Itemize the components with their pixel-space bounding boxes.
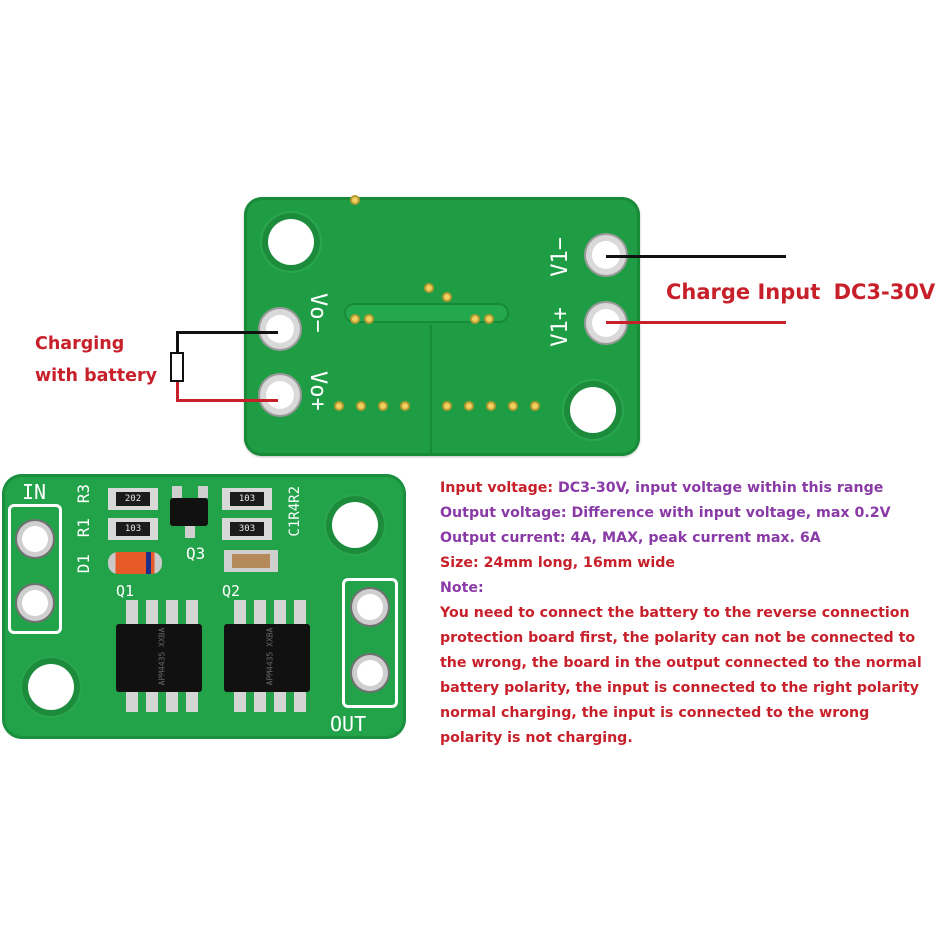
silk-r1: R1 (74, 518, 93, 538)
silk-q3: Q3 (186, 544, 206, 563)
via (488, 403, 494, 409)
resistor-303: 303 (222, 518, 272, 540)
silk-out: OUT (330, 712, 367, 736)
resistor-202: 202 (108, 488, 158, 510)
via (426, 285, 432, 291)
q3-pin (172, 486, 182, 498)
via (352, 197, 358, 203)
silk-v1-plus: V1+ (548, 307, 573, 347)
q2-marking: APM4435 XXBA (265, 627, 275, 686)
spec-block: Input voltage: DC3-30V, input voltage wi… (440, 476, 932, 751)
spec-output-current-label: Output current: (440, 530, 566, 546)
spec-output-current: Output current: 4A, MAX, peak current ma… (440, 526, 932, 551)
spec-input-voltage: Input voltage: DC3-30V, input voltage wi… (440, 476, 932, 501)
top-trace-divider (430, 325, 432, 453)
via (466, 403, 472, 409)
in-pad-1 (22, 526, 48, 552)
via (336, 403, 342, 409)
q1-pins-bottom (126, 692, 200, 712)
via (402, 403, 408, 409)
via (380, 403, 386, 409)
wire-battery-negative-h (176, 331, 278, 334)
top-pcb-board: Vo− Vo+ V1− V1+ (244, 197, 640, 456)
wire-battery-negative-v (176, 331, 179, 353)
bottom-mount-hole-right (332, 502, 378, 548)
charging-line-1: Charging (35, 334, 125, 354)
wire-battery-positive-v (176, 382, 179, 402)
charging-line-2: with battery (35, 366, 158, 386)
resistor-103-left: 103 (108, 518, 158, 540)
diode-d1 (108, 552, 162, 574)
in-pad-2 (22, 590, 48, 616)
via (532, 403, 538, 409)
charge-input-label: Charge Input DC3-30V (666, 280, 935, 304)
pad-vo-minus (266, 315, 294, 343)
via (444, 403, 450, 409)
spec-output-voltage: Output voltage: Difference with input vo… (440, 501, 932, 526)
wire-battery-positive-h (176, 399, 278, 402)
via (486, 316, 492, 322)
spec-output-current-value: 4A, MAX, peak current max. 6A (565, 530, 821, 546)
via (358, 403, 364, 409)
mosfet-q1: APM4435 XXBA (116, 624, 202, 692)
via (352, 316, 358, 322)
via (366, 316, 372, 322)
silk-d1: D1 (74, 554, 93, 574)
wire-input-positive (606, 321, 786, 324)
out-pad-2 (357, 660, 383, 686)
wire-input-negative (606, 255, 786, 258)
silk-vo-minus: Vo− (305, 293, 330, 333)
silk-r3: R3 (74, 484, 93, 504)
spec-output-voltage-value: Difference with input voltage, max 0.2V (566, 505, 891, 521)
silk-in: IN (22, 480, 47, 504)
silk-vo-plus: Vo+ (305, 371, 330, 411)
transistor-q3 (170, 498, 208, 526)
via (444, 294, 450, 300)
q2-pins-bottom (234, 692, 308, 712)
top-trace-bar (344, 303, 509, 323)
silk-c1r4r2: C1R4R2 (287, 486, 303, 537)
charging-battery-label: Charging with battery (35, 328, 157, 392)
spec-input-voltage-value: DC3-30V, input voltage within this range (553, 480, 884, 496)
top-mount-hole-right (570, 387, 616, 433)
out-pad-1 (357, 594, 383, 620)
charge-input-text: Charge Input (666, 280, 821, 304)
spec-note-label: Note: (440, 580, 484, 596)
silk-q1: Q1 (116, 582, 135, 600)
spec-output-voltage-label: Output voltage: (440, 505, 567, 521)
via (510, 403, 516, 409)
q2-pins-top (234, 600, 308, 626)
capacitor-c1 (224, 550, 278, 572)
in-silk-box (8, 504, 62, 634)
bottom-pcb-board: IN OUT R3 R1 D1 Q3 Q1 Q2 C1R4R2 202 103 … (2, 474, 406, 739)
q1-marking: APM4435 XXBA (157, 627, 167, 686)
q1-pins-top (126, 600, 200, 626)
spec-input-voltage-label: Input voltage: (440, 480, 554, 496)
silk-q2: Q2 (222, 582, 241, 600)
spec-note-text: You need to connect the battery to the r… (440, 605, 922, 746)
via (472, 316, 478, 322)
q3-pin (185, 526, 195, 538)
battery-icon (170, 352, 184, 382)
silk-v1-minus: V1− (548, 237, 573, 277)
q3-pin (198, 486, 208, 498)
bottom-mount-hole-left (28, 664, 74, 710)
spec-size-label: Size: (440, 555, 479, 571)
charge-voltage-text: DC3-30V (833, 280, 936, 304)
mosfet-q2: APM4435 XXBA (224, 624, 310, 692)
spec-size-value: 24mm long, 16mm wide (478, 555, 676, 571)
pad-vo-plus (266, 381, 294, 409)
spec-size: Size: 24mm long, 16mm wide (440, 551, 932, 576)
out-silk-box (342, 578, 398, 708)
resistor-103-right: 103 (222, 488, 272, 510)
top-mount-hole-left (268, 219, 314, 265)
